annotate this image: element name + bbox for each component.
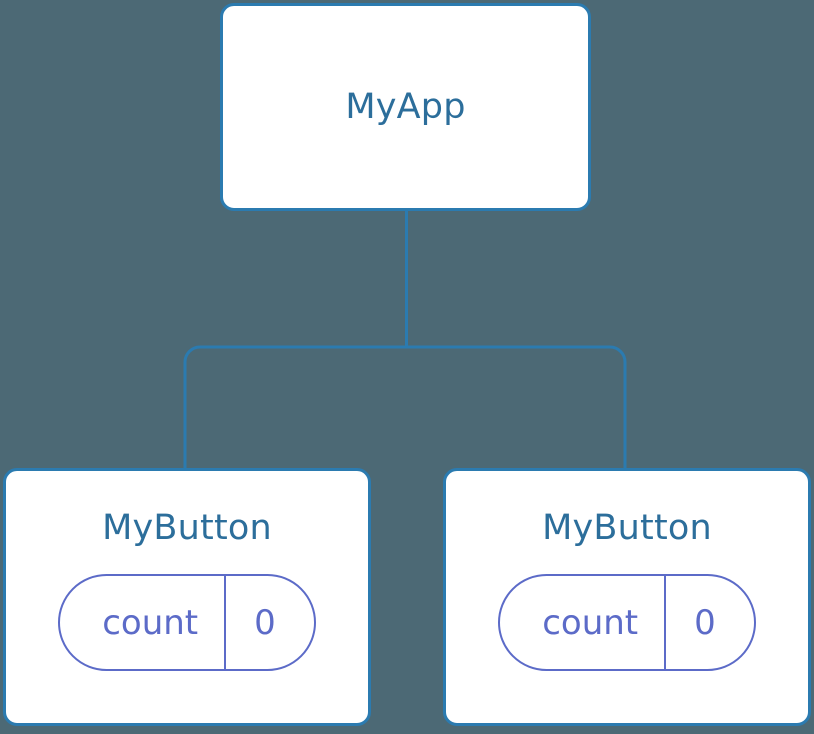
node-title: MyApp [345,86,466,127]
node-mybutton-right[interactable]: MyButton count 0 [443,468,811,726]
state-key-label: count [542,602,639,643]
state-value-label: 0 [254,602,276,643]
edge-root-to-child-right [406,345,627,470]
state-key-label: count [102,602,199,643]
edge-root-to-child-left [183,345,407,470]
state-value-label: 0 [694,602,716,643]
node-title: MyButton [542,508,712,548]
state-pill-divider [224,576,227,669]
state-pill-count[interactable]: count 0 [498,574,756,671]
state-pill-divider [664,576,667,669]
state-pill-count[interactable]: count 0 [58,574,316,671]
node-mybutton-left[interactable]: MyButton count 0 [3,468,371,726]
node-myapp[interactable]: MyApp [220,3,591,211]
node-title: MyButton [102,508,272,548]
